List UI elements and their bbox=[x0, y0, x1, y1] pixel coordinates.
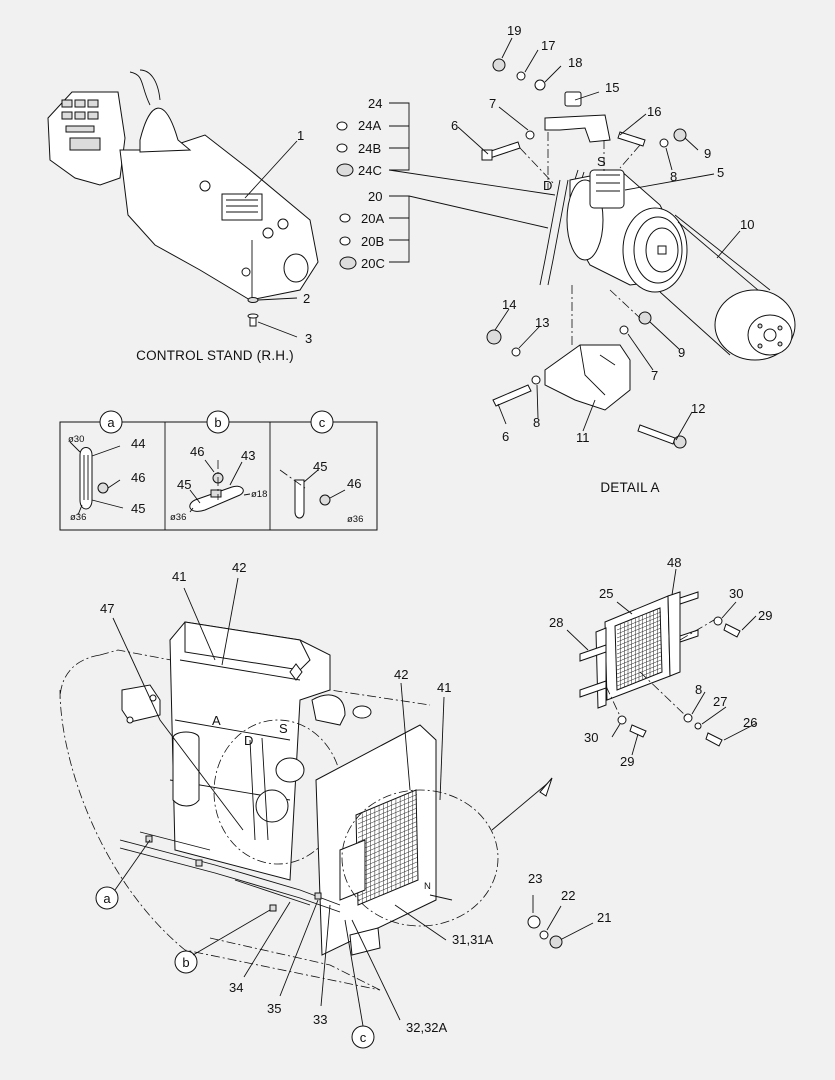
callout-30-top: 30 bbox=[729, 586, 743, 601]
callout-22: 22 bbox=[561, 888, 575, 903]
callout-6-top: 6 bbox=[451, 118, 458, 133]
callout-8-condenser: 8 bbox=[695, 682, 702, 697]
dim-c-bottom: ø36 bbox=[347, 514, 363, 525]
engine-bottom-hardware bbox=[527, 915, 563, 949]
callout-46-c: 46 bbox=[347, 476, 361, 491]
callout-lines-control-stand bbox=[244, 140, 298, 338]
callout-20: 20 bbox=[368, 189, 382, 204]
callout-46-b: 46 bbox=[190, 444, 204, 459]
callout-26: 26 bbox=[743, 715, 757, 730]
callout-45-a: 45 bbox=[131, 501, 145, 516]
callout-10: 10 bbox=[740, 217, 754, 232]
callout-7-bottom: 7 bbox=[651, 368, 658, 383]
callout-41-right: 41 bbox=[437, 680, 451, 695]
callout-18: 18 bbox=[568, 55, 582, 70]
condenser-assembly-illustration bbox=[579, 591, 741, 747]
callout-15: 15 bbox=[605, 80, 619, 95]
callout-2: 2 bbox=[303, 291, 310, 306]
callout-8-bottom: 8 bbox=[533, 415, 540, 430]
clamp-header-a: a bbox=[107, 415, 115, 430]
engine-port-n: N bbox=[424, 881, 431, 892]
callout-25: 25 bbox=[599, 586, 613, 601]
detail-a-illustration: D S bbox=[481, 58, 796, 449]
clamp-header-c: c bbox=[319, 415, 326, 430]
callout-42-left: 42 bbox=[232, 560, 246, 575]
callout-35: 35 bbox=[267, 1001, 281, 1016]
callout-33: 33 bbox=[313, 1012, 327, 1027]
callout-lines-detail-a bbox=[457, 37, 741, 441]
callout-lines-condenser bbox=[566, 568, 758, 756]
callout-42-right: 42 bbox=[394, 667, 408, 682]
callout-13: 13 bbox=[535, 315, 549, 330]
callout-24c: 24C bbox=[358, 163, 382, 178]
callout-16: 16 bbox=[647, 104, 661, 119]
callout-3: 3 bbox=[305, 331, 312, 346]
port-d-label: D bbox=[543, 178, 552, 193]
callout-29-top: 29 bbox=[758, 608, 772, 623]
ref-c-circle-label: c bbox=[360, 1030, 367, 1045]
callout-17: 17 bbox=[541, 38, 555, 53]
callout-45-c: 45 bbox=[313, 459, 327, 474]
dim-b-right: ø18 bbox=[251, 489, 267, 500]
detail-a-caption: DETAIL A bbox=[600, 480, 659, 495]
callout-48: 48 bbox=[667, 555, 681, 570]
callout-32: 32,32A bbox=[406, 1020, 448, 1035]
callout-34: 34 bbox=[229, 980, 243, 995]
callout-20b: 20B bbox=[361, 234, 384, 249]
dim-a-bottom: ø36 bbox=[70, 512, 86, 523]
engine-port-s: S bbox=[279, 721, 288, 736]
callout-12: 12 bbox=[691, 401, 705, 416]
engine-port-d: D bbox=[244, 733, 253, 748]
ref-a-circle-label: a bbox=[103, 891, 111, 906]
callout-20c: 20C bbox=[361, 256, 385, 271]
callout-8-top: 8 bbox=[670, 169, 677, 184]
hose-group-brackets bbox=[336, 102, 556, 270]
callout-44: 44 bbox=[131, 436, 145, 451]
callout-30-bottom: 30 bbox=[584, 730, 598, 745]
clamp-type-table: a b c ø30 ø36 ø18 ø36 ø36 bbox=[59, 410, 378, 531]
callout-1: 1 bbox=[297, 128, 304, 143]
callout-20a: 20A bbox=[361, 211, 384, 226]
control-stand-caption: CONTROL STAND (R.H.) bbox=[136, 348, 294, 363]
dim-b-bottom: ø36 bbox=[170, 512, 186, 523]
callout-5: 5 bbox=[717, 165, 724, 180]
callout-43: 43 bbox=[241, 448, 255, 463]
callout-9-top: 9 bbox=[704, 146, 711, 161]
callout-lines-engine bbox=[112, 577, 594, 1027]
callout-31: 31,31A bbox=[452, 932, 494, 947]
callout-11: 11 bbox=[576, 430, 590, 445]
callout-29-bottom: 29 bbox=[620, 754, 634, 769]
control-stand-illustration bbox=[47, 69, 319, 327]
callout-7-top: 7 bbox=[489, 96, 496, 111]
callout-27: 27 bbox=[713, 694, 727, 709]
callout-45-b: 45 bbox=[177, 477, 191, 492]
detail-a-marker: A bbox=[212, 713, 221, 728]
callout-23: 23 bbox=[528, 871, 542, 886]
callout-21: 21 bbox=[597, 910, 611, 925]
port-s-label: S bbox=[597, 154, 606, 169]
callout-46-a: 46 bbox=[131, 470, 145, 485]
callout-24b: 24B bbox=[358, 141, 381, 156]
callout-numbers: 1 2 3 5 6 6 7 7 8 8 8 9 9 10 11 12 13 14… bbox=[100, 23, 772, 1035]
callout-41-left: 41 bbox=[172, 569, 186, 584]
callout-28: 28 bbox=[549, 615, 563, 630]
ref-b-circle-label: b bbox=[182, 955, 189, 970]
callout-19: 19 bbox=[507, 23, 521, 38]
callout-47: 47 bbox=[100, 601, 114, 616]
callout-24: 24 bbox=[368, 96, 382, 111]
engine-overview-illustration: a b c A D S N bbox=[59, 621, 553, 1049]
callout-14: 14 bbox=[502, 297, 516, 312]
dim-a-top: ø30 bbox=[68, 434, 84, 445]
callout-9-bottom: 9 bbox=[678, 345, 685, 360]
clamp-header-b: b bbox=[214, 415, 221, 430]
callout-24a: 24A bbox=[358, 118, 381, 133]
callout-6-bottom: 6 bbox=[502, 429, 509, 444]
